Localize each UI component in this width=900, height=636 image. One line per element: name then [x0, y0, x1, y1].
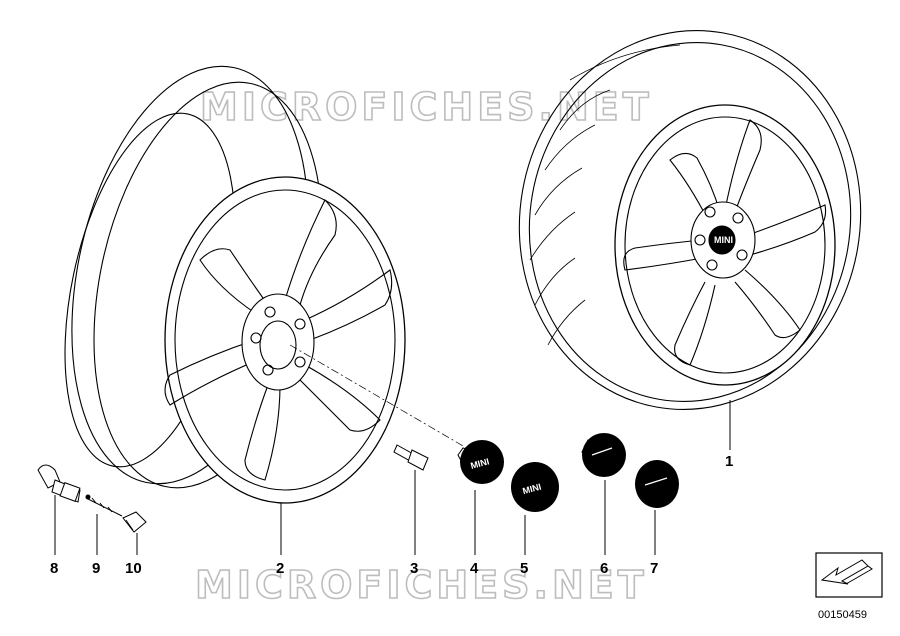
cap-5-logo: MINI [521, 482, 542, 497]
direction-arrow-icon [820, 559, 873, 585]
callout-leaders [54, 400, 731, 555]
center-cap-7 [635, 460, 679, 508]
tire-valve [37, 464, 81, 503]
alloy-rim [64, 65, 406, 504]
valve-cap [122, 511, 147, 533]
assembly-leader [289, 344, 471, 451]
callout-7: 7 [650, 560, 658, 577]
diagram-id-box: 00150459 [815, 552, 883, 621]
callout-2: 2 [276, 560, 284, 577]
callout-9: 9 [92, 560, 100, 577]
callout-1: 1 [725, 453, 733, 470]
callout-4: 4 [470, 560, 479, 577]
wheel-center-logo: MINI [714, 235, 733, 245]
callout-3: 3 [410, 560, 418, 577]
center-cap-mini-5 [511, 462, 559, 512]
valve-core [85, 494, 123, 517]
center-cap-mini-4 [457, 440, 504, 484]
callout-5: 5 [520, 560, 528, 577]
callout-6: 6 [600, 560, 608, 577]
wheel-bolt [393, 444, 429, 471]
callout-10: 10 [125, 560, 142, 577]
diagram-id: 00150459 [818, 609, 867, 621]
complete-wheel [518, 30, 862, 410]
callout-8: 8 [50, 560, 58, 577]
watermark-top: MICROFICHES.NET [200, 85, 653, 129]
cap-4-logo: MINI [469, 456, 490, 471]
center-cap-6 [581, 433, 626, 477]
watermark-bottom: MICROFICHES.NET [195, 563, 648, 607]
